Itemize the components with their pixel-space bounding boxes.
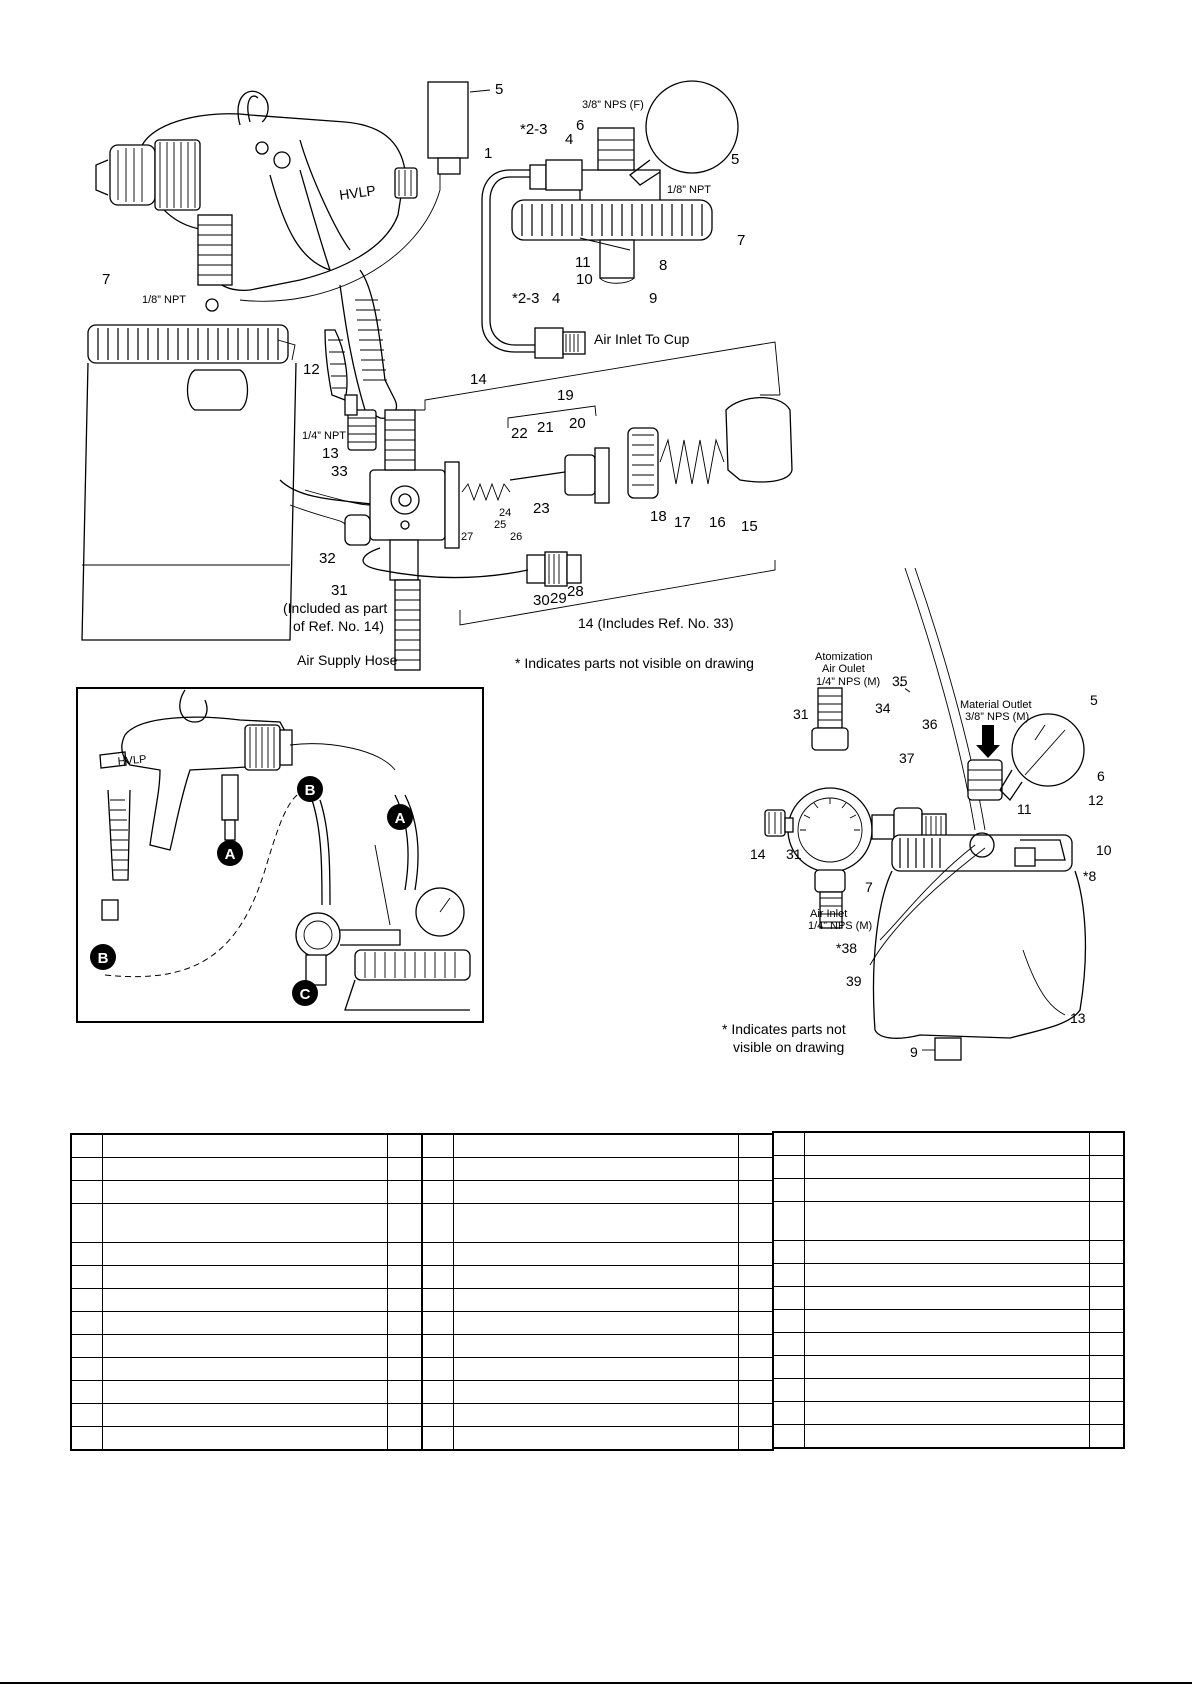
parts-diagram: HVLP (76, 80, 1112, 1061)
label-14-pot: 14 (750, 846, 766, 862)
label-1-4-npt: 1/4” NPT (302, 430, 346, 442)
page-bottom-rule (0, 1682, 1192, 1684)
svg-text:B: B (98, 950, 109, 967)
label-2-3-bottom: *2-3 (512, 290, 540, 307)
label-air-inlet-to-cup: Air Inlet To Cup (594, 331, 690, 347)
label-17: 17 (674, 514, 691, 531)
label-20: 20 (569, 415, 586, 432)
label-31-top: 31 (793, 706, 809, 722)
label-36: 36 (922, 716, 938, 732)
gun-cup (81, 324, 381, 641)
label-29: 29 (550, 590, 567, 607)
label-not-visible-pot-2: visible on drawing (733, 1039, 844, 1055)
label-7-right: 7 (737, 232, 745, 249)
label-atomization-1: Atomization (815, 651, 872, 663)
svg-text:A: A (225, 846, 236, 863)
label-2-3-top: *2-3 (520, 121, 548, 138)
label-5-pot: 5 (1090, 692, 1098, 708)
badge-c: C (292, 980, 318, 1006)
pressure-pot-assembly (764, 567, 1087, 1061)
regulator-exploded (289, 341, 793, 671)
svg-text:B: B (305, 782, 316, 799)
label-1: 1 (484, 145, 492, 162)
label-34: 34 (875, 700, 891, 716)
svg-text:A: A (395, 810, 406, 827)
badge-a-right: A (387, 804, 413, 830)
label-10-pot: 10 (1096, 842, 1112, 858)
hookup-inset: HVLP A B A (76, 687, 484, 1023)
label-12: 12 (303, 361, 320, 378)
label-13-pot: 13 (1070, 1010, 1086, 1026)
label-27: 27 (461, 531, 473, 543)
label-air-supply-hose: Air Supply Hose (297, 652, 398, 668)
label-material-outlet-1: Material Outlet (960, 699, 1032, 711)
parts-table-1 (70, 1133, 423, 1451)
label-included-2: of Ref. No. 14) (293, 618, 384, 634)
label-9-pot: 9 (910, 1044, 918, 1060)
label-31-bottom: 31 (786, 846, 802, 862)
badge-b-left: B (90, 944, 116, 970)
hookup-hvlp-label: HVLP (117, 754, 147, 768)
svg-text:C: C (300, 986, 311, 1003)
label-7-left: 7 (102, 271, 110, 288)
label-25: 25 (494, 519, 506, 531)
parts-table-3 (772, 1131, 1125, 1449)
label-39: 39 (846, 973, 862, 989)
badge-a-left: A (217, 840, 243, 866)
label-18: 18 (650, 508, 667, 525)
label-material-outlet-2: 3/8” NPS (M) (965, 711, 1029, 723)
label-30: 30 (533, 592, 550, 609)
label-air-inlet-1: Air Inlet (810, 908, 847, 920)
label-atomization-2: Air Oulet (822, 663, 865, 675)
label-35: 35 (892, 673, 908, 689)
label-28: 28 (567, 583, 584, 600)
label-atomization-3: 1/4” NPS (M) (816, 676, 880, 688)
label-8: 8 (659, 257, 667, 274)
label-8-pot: *8 (1083, 868, 1096, 884)
label-4-bottom: 4 (552, 290, 560, 307)
pot-callouts: Atomization Air Oulet 1/4” NPS (M) 35 31… (722, 651, 1112, 1060)
label-not-visible-gun: * Indicates parts not visible on drawing (515, 655, 754, 671)
badge-b-top: B (297, 776, 323, 802)
label-5-right: 5 (731, 151, 739, 168)
label-22: 22 (511, 425, 528, 442)
cup-lid-assembly (427, 80, 739, 359)
label-37: 37 (899, 750, 915, 766)
label-not-visible-pot-1: * Indicates parts not (722, 1021, 846, 1037)
label-13-gun: 13 (322, 445, 339, 462)
label-14-includes-33: 14 (Includes Ref. No. 33) (578, 615, 734, 631)
label-5-top: 5 (495, 81, 503, 98)
label-14-top: 14 (470, 371, 487, 388)
label-31-gun: 31 (331, 582, 348, 599)
label-38: *38 (836, 940, 857, 956)
label-26: 26 (510, 531, 522, 543)
label-12-pot: 12 (1088, 792, 1104, 808)
label-11-pot: 11 (1017, 801, 1032, 817)
label-air-inlet-2: 1/4” NPS (M) (808, 920, 872, 932)
label-19: 19 (557, 387, 574, 404)
label-9: 9 (649, 290, 657, 307)
label-7-pot: 7 (865, 879, 873, 895)
spray-gun-assembly: HVLP (95, 90, 441, 451)
label-16: 16 (709, 514, 726, 531)
label-included-1: (Included as part (283, 600, 387, 616)
label-6: 6 (576, 117, 584, 134)
label-32: 32 (319, 550, 336, 567)
label-21: 21 (537, 419, 554, 436)
label-4-top: 4 (565, 131, 573, 148)
label-6-pot: 6 (1097, 768, 1105, 784)
label-1-8-npt-right: 1/8” NPT (667, 184, 711, 196)
label-10: 10 (576, 271, 593, 288)
gun-hvlp-label: HVLP (338, 182, 376, 203)
label-23: 23 (533, 500, 550, 517)
parts-table-2 (421, 1133, 774, 1451)
label-11: 11 (575, 254, 591, 271)
label-15: 15 (741, 518, 758, 535)
gun-callouts: 5 3/8” NPS (F) *2-3 6 4 5 1 1/8” NPT 7 8… (102, 81, 758, 671)
label-24: 24 (499, 507, 511, 519)
label-1-8-npt-left: 1/8” NPT (142, 294, 186, 306)
label-3-8-nps-f: 3/8” NPS (F) (582, 99, 644, 111)
label-33: 33 (331, 463, 348, 480)
